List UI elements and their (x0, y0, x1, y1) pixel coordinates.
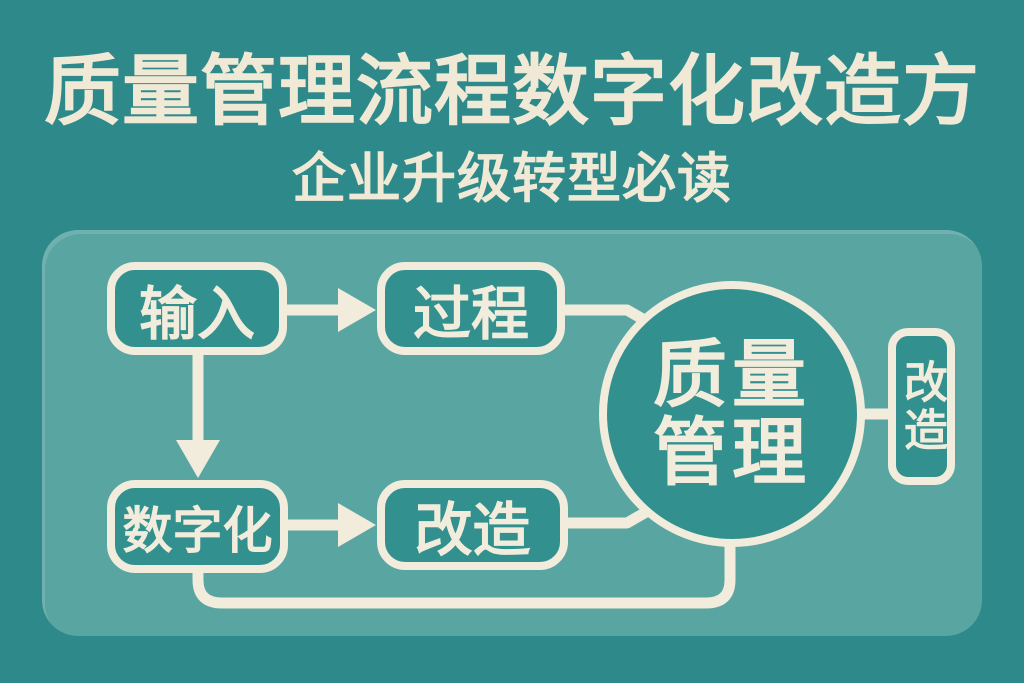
arrow-digitalization-to-transform-icon (284, 503, 376, 547)
node-transform-side-label: 改造 (897, 358, 946, 455)
node-quality-management: 质量 管理 (599, 281, 865, 547)
node-quality-management-line2: 管理 (653, 411, 811, 494)
node-process-label: 过程 (412, 281, 529, 347)
connector-feedback-loop (192, 534, 736, 609)
arrow-input-to-process-icon (284, 288, 376, 332)
node-input-label: 输入 (138, 281, 255, 347)
page-subtitle: 企业升级转型必读 (292, 149, 732, 209)
node-transform: 改造 (377, 480, 568, 570)
arrow-input-to-digitalization-icon (176, 352, 220, 478)
node-input: 输入 (107, 262, 287, 355)
node-quality-management-line1: 质量 (653, 332, 811, 416)
node-transform-label: 改造 (414, 498, 531, 563)
page-title: 质量管理流程数字化改造方 (44, 49, 980, 135)
node-digitalization: 数字化 (107, 480, 288, 573)
node-digitalization-label: 数字化 (122, 502, 273, 559)
node-transform-side: 改造 (888, 328, 955, 485)
node-process: 过程 (377, 262, 565, 355)
